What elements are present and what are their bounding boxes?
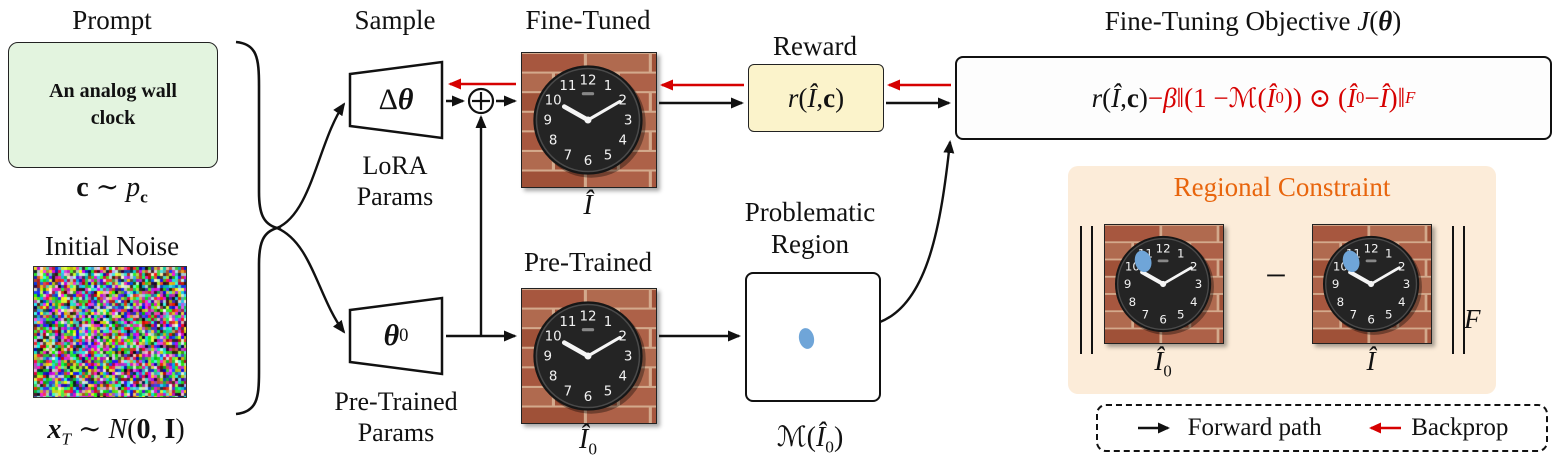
pretrained-params-label: Pre-Trained Params <box>316 386 476 448</box>
regional-constraint-title: Regional Constraint <box>1068 172 1496 203</box>
noise-canvas <box>34 267 186 397</box>
svg-text:1: 1 <box>604 79 613 94</box>
pre-trained-label: Pre-Trained <box>500 246 676 278</box>
svg-text:12: 12 <box>1156 242 1171 256</box>
forward-path-label: Forward path <box>1188 414 1322 442</box>
svg-text:1: 1 <box>1177 246 1185 260</box>
lora-module: Δθ <box>348 60 444 140</box>
svg-text:3: 3 <box>1195 277 1203 291</box>
svg-text:12: 12 <box>1364 242 1379 256</box>
svg-text:5: 5 <box>604 148 613 163</box>
combine-brace <box>236 42 277 414</box>
svg-text:4: 4 <box>619 370 628 385</box>
svg-text:9: 9 <box>544 350 553 365</box>
mask-math-label: ℳ(Î0) <box>718 420 902 458</box>
problematic-region-label: Problematic Region <box>718 196 902 261</box>
backprop-label: Backprop <box>1411 414 1508 442</box>
svg-text:12: 12 <box>579 73 596 88</box>
constraint-i-label: Î <box>1312 346 1430 377</box>
svg-text:5: 5 <box>1177 308 1185 322</box>
svg-text:1: 1 <box>604 315 613 330</box>
svg-text:8: 8 <box>1129 295 1137 309</box>
regional-constraint-panel: Regional Constraint 123456789101112 − 12… <box>1068 166 1496 394</box>
objective-title-text: Fine-Tuning Objective <box>1105 6 1351 36</box>
constraint-image-i0: 123456789101112 <box>1104 224 1224 344</box>
svg-text:6: 6 <box>584 154 593 169</box>
fine-tuned-image: 123456789101112 <box>521 52 657 188</box>
initial-noise-label: Initial Noise <box>8 230 216 262</box>
svg-text:7: 7 <box>1142 308 1150 322</box>
objective-box: r(Î, c) − β‖(1 − ℳ(Î0)) ⊙ (Î0 − Î)‖F <box>955 56 1552 140</box>
constraint-i0-label: Î0 <box>1104 346 1222 381</box>
svg-text:5: 5 <box>604 384 613 399</box>
sample-label: Sample <box>330 4 460 36</box>
svg-text:8: 8 <box>549 370 558 385</box>
fine-tuned-label: Fine-Tuned <box>515 4 661 36</box>
reward-label: Reward <box>748 30 882 62</box>
svg-text:12: 12 <box>579 309 596 324</box>
mask-image <box>745 272 881 402</box>
backprop-arrow-icon <box>1359 421 1403 435</box>
pretrained-module: θ0 <box>348 296 444 376</box>
prompt-label: Prompt <box>8 4 216 36</box>
legend-backprop-item: Backprop <box>1359 414 1508 442</box>
legend-box: Forward path Backprop <box>1096 404 1548 452</box>
svg-text:6: 6 <box>1367 312 1375 326</box>
theta-zero-label: θ0 <box>348 296 444 376</box>
oplus-sum-icon <box>469 89 493 113</box>
i-hat-label: Î <box>521 190 655 222</box>
svg-text:11: 11 <box>559 315 576 330</box>
legend-forward-item: Forward path <box>1136 414 1322 442</box>
svg-text:8: 8 <box>1337 295 1345 309</box>
svg-text:3: 3 <box>1403 277 1411 291</box>
constraint-image-i: 123456789101112 <box>1312 224 1432 344</box>
i-hat-zero-label: Î0 <box>521 424 655 458</box>
lora-params-label: LoRA Params <box>336 150 454 212</box>
svg-text:9: 9 <box>1332 277 1340 291</box>
prompt-box: An analog wall clock <box>8 42 218 168</box>
svg-text:11: 11 <box>559 79 576 94</box>
svg-text:4: 4 <box>619 134 628 149</box>
svg-text:3: 3 <box>624 114 633 129</box>
svg-text:7: 7 <box>564 148 573 163</box>
svg-text:7: 7 <box>1350 308 1358 322</box>
arrow-brace-to-theta0 <box>277 228 344 332</box>
svg-text:6: 6 <box>584 390 593 405</box>
svg-text:8: 8 <box>549 134 558 149</box>
objective-title-math: J(θ) <box>1357 6 1401 36</box>
svg-text:9: 9 <box>544 114 553 129</box>
reward-box: r(Î, c) <box>748 64 884 132</box>
prompt-distribution-math: c ∼ pc <box>8 170 216 208</box>
svg-text:3: 3 <box>624 350 633 365</box>
svg-text:4: 4 <box>1398 295 1406 309</box>
forward-arrow-icon <box>1136 421 1180 435</box>
svg-text:5: 5 <box>1385 308 1393 322</box>
svg-text:9: 9 <box>1124 277 1132 291</box>
pre-trained-image: 123456789101112 <box>521 288 657 424</box>
delta-theta-label: Δθ <box>348 60 444 140</box>
norm-bars-left-icon <box>1080 226 1093 354</box>
svg-text:6: 6 <box>1159 312 1167 326</box>
arrow-brace-to-lora <box>277 104 344 228</box>
svg-text:4: 4 <box>1190 295 1198 309</box>
mask-blob <box>797 327 816 351</box>
svg-text:10: 10 <box>545 330 562 345</box>
noise-distribution-math: xT ∼ N(0, I) <box>0 412 232 450</box>
noise-image <box>33 266 187 398</box>
svg-text:1: 1 <box>1385 246 1393 260</box>
minus-sign: − <box>1254 254 1298 298</box>
objective-title: Fine-Tuning Objective J(θ) <box>958 6 1548 37</box>
svg-text:7: 7 <box>564 384 573 399</box>
frobenius-subscript: F <box>1464 304 1481 335</box>
prompt-text: An analog wall clock <box>33 78 193 132</box>
svg-text:10: 10 <box>545 94 562 109</box>
